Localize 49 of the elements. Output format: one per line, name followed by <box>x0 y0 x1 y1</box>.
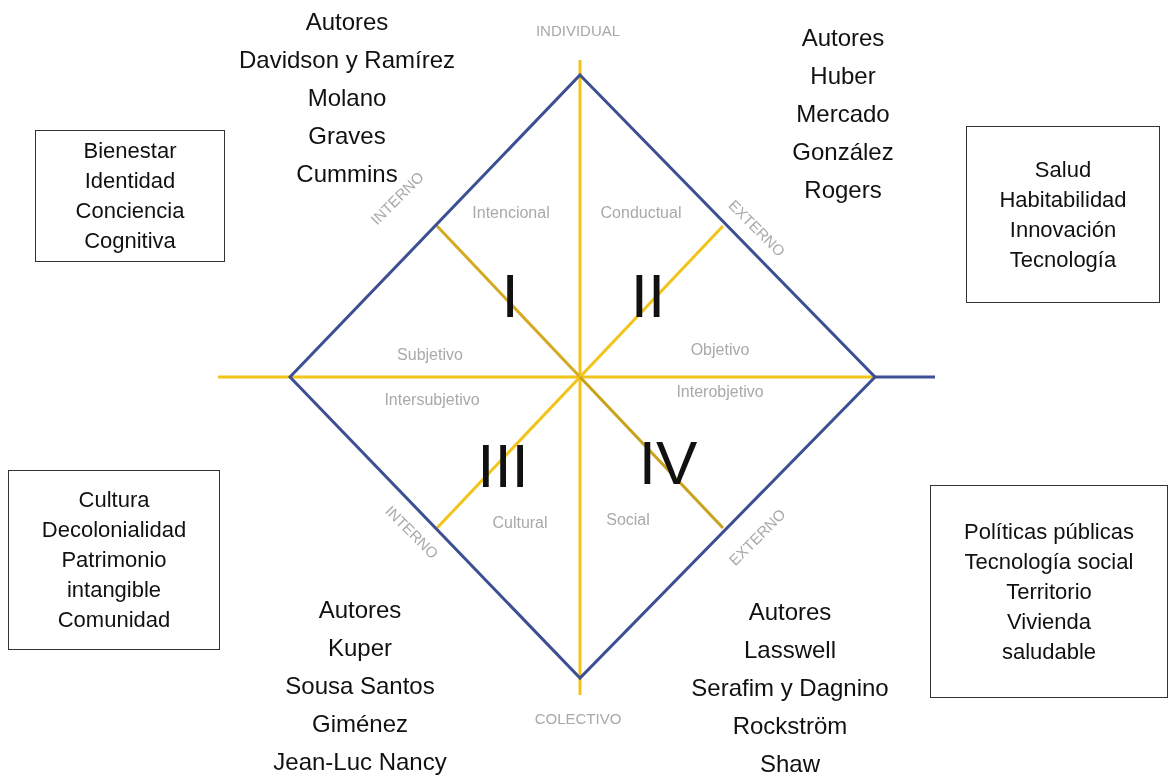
author-name: Lasswell <box>744 638 836 662</box>
category-item: Decolonialidad <box>41 516 187 544</box>
category-item: Conciencia <box>75 197 185 225</box>
quadrant-label: Intersubjetivo <box>384 392 480 408</box>
author-heading: Autores <box>801 26 885 50</box>
author-heading: Autores <box>318 598 402 622</box>
category-item: Identidad <box>84 167 176 195</box>
author-name: Huber <box>810 64 876 88</box>
quadrant-label: Cultural <box>492 515 548 531</box>
category-item: Cultura <box>78 486 150 514</box>
category-item: Comunidad <box>57 606 171 634</box>
category-item: Políticas públicas <box>964 517 1134 546</box>
category-item: Territorio <box>1006 577 1092 606</box>
quadrant-label: Interobjetivo <box>676 384 764 400</box>
category-item: Cognitiva <box>84 227 176 255</box>
author-heading: Autores <box>305 10 389 34</box>
quadrant-label: Intencional <box>472 205 550 221</box>
author-name: González <box>792 140 894 164</box>
author-heading: Autores <box>748 600 832 624</box>
category-item: Habitabilidad <box>999 185 1127 214</box>
author-name: Rockström <box>732 714 848 738</box>
author-name: Giménez <box>312 712 408 736</box>
author-name: Kuper <box>328 636 392 660</box>
author-name: Mercado <box>796 102 890 126</box>
author-name: Rogers <box>804 178 882 202</box>
category-box <box>966 126 1160 303</box>
axis-label: COLECTIVO <box>534 710 622 726</box>
category-item: Innovación <box>1009 215 1117 244</box>
category-item: Bienestar <box>83 137 177 165</box>
author-name: Molano <box>307 86 387 110</box>
category-box <box>35 130 225 262</box>
author-name: Sousa Santos <box>285 674 435 698</box>
author-name: Jean-Luc Nancy <box>273 750 447 774</box>
author-name: Shaw <box>760 752 820 776</box>
category-item: Tecnología <box>1009 245 1117 274</box>
quadrant-label: Social <box>606 512 650 528</box>
category-box <box>930 485 1168 698</box>
axis-label: INDIVIDUAL <box>535 22 621 38</box>
quadrant-label: Objetivo <box>690 342 750 358</box>
category-item: Tecnología social <box>964 547 1134 576</box>
category-item: Salud <box>1034 155 1092 184</box>
quadrant-label: Subjetivo <box>397 347 463 363</box>
quadrant-label: Conductual <box>600 205 682 221</box>
category-item: Vivienda saludable <box>1000 607 1098 666</box>
category-box <box>8 470 220 650</box>
author-name: Davidson y Ramírez <box>238 48 456 72</box>
author-name: Serafim y Dagnino <box>691 676 889 700</box>
category-item: Patrimonio intangible <box>60 546 168 604</box>
author-name: Graves <box>308 124 386 148</box>
